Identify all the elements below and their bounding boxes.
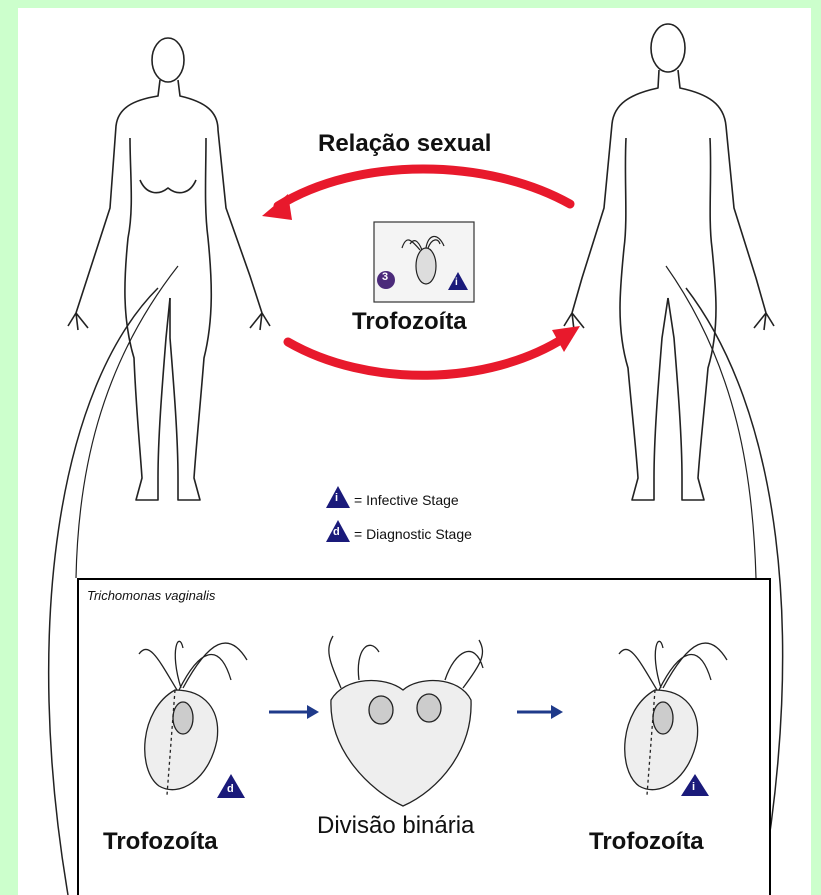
legend-diagnostic-marker: d xyxy=(333,526,340,538)
right-infective-marker: i xyxy=(692,781,695,793)
cycle-outline-left-inner xyxy=(76,266,178,578)
stage-label: Trofozoíta xyxy=(352,308,467,336)
dividing-trophozoite-drawing xyxy=(329,636,483,806)
legend-infective-marker: i xyxy=(335,492,338,504)
stage-number: 3 xyxy=(382,271,388,283)
transmission-label: Relação sexual xyxy=(318,130,491,158)
left-diagnostic-marker: d xyxy=(227,783,234,795)
transmission-arrowhead-top xyxy=(262,194,292,220)
process-arrowhead-2 xyxy=(551,705,563,719)
legend-infective-text: = Infective Stage xyxy=(354,492,459,508)
male-body-figure xyxy=(564,24,774,500)
left-trophozoite-drawing xyxy=(139,641,247,795)
right-trophozoite-drawing xyxy=(619,641,727,795)
top-infective-marker: i xyxy=(455,277,458,288)
division-panel: Trichomonas vaginalis xyxy=(77,578,771,895)
female-body-figure xyxy=(68,38,270,500)
left-stage-label: Trofozoíta xyxy=(103,828,218,856)
transmission-arrow-top xyxy=(278,169,570,206)
center-process-label: Divisão binária xyxy=(317,812,474,840)
legend-diagnostic-text: = Diagnostic Stage xyxy=(354,526,472,542)
transmission-arrow-bottom xyxy=(288,338,564,375)
process-arrowhead-1 xyxy=(307,705,319,719)
right-stage-label: Trofozoíta xyxy=(589,828,704,856)
life-cycle-diagram: Relação sexual Trofozoíta 3 i i = Infect… xyxy=(18,8,811,895)
